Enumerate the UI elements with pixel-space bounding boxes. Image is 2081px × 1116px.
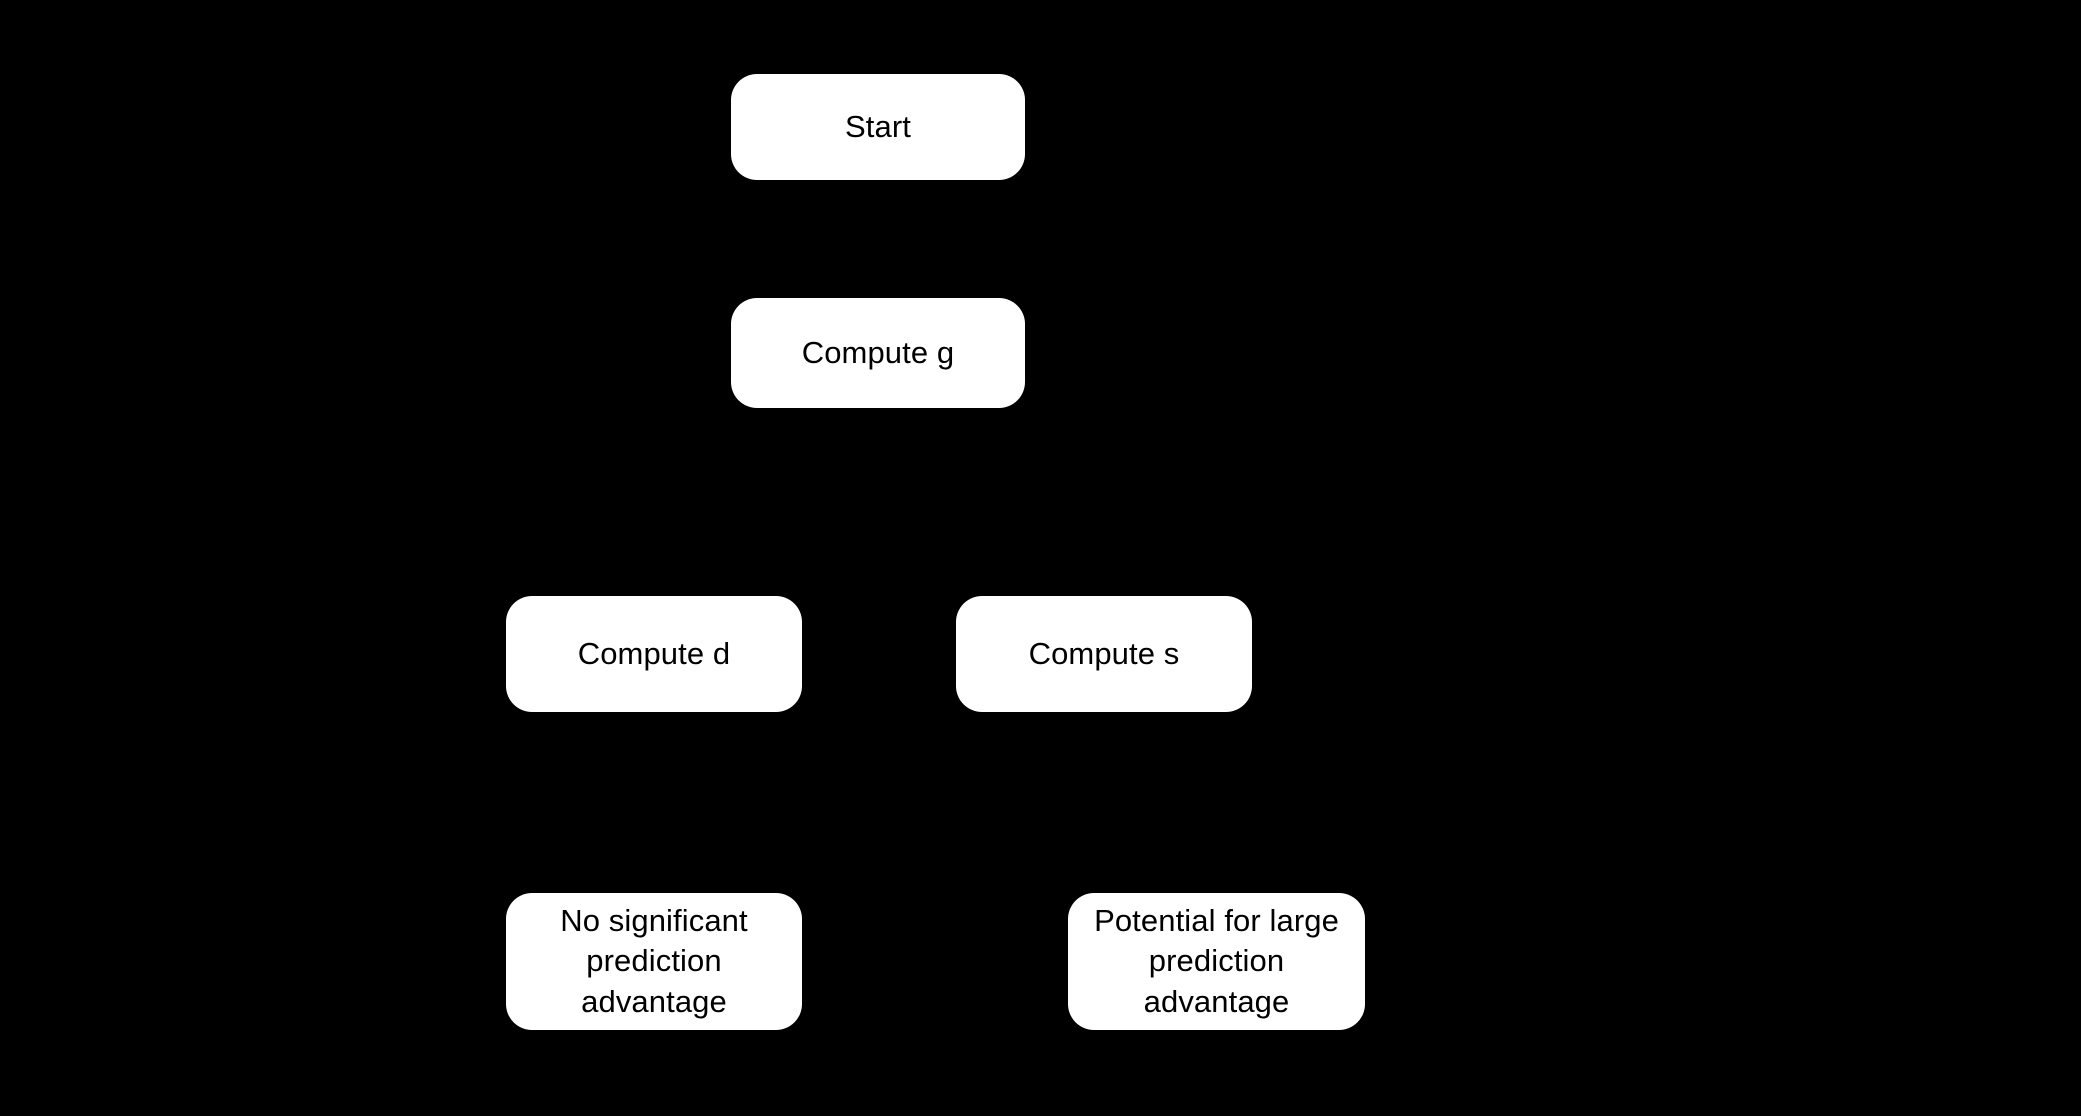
edge-compute-g-to-compute-d <box>643 408 880 592</box>
edge-compute-s-to-large-adv <box>1102 712 1227 889</box>
node-compute-d[interactable]: Compute d <box>506 596 802 712</box>
node-start[interactable]: Start <box>731 74 1025 180</box>
node-compute-s[interactable]: Compute s <box>956 596 1252 712</box>
edge-compute-g-to-compute-s <box>876 408 1115 592</box>
node-no-significant-prediction-advantage[interactable]: No significant prediction advantage <box>506 893 802 1030</box>
node-potential-for-large-prediction-advantage[interactable]: Potential for large prediction advantage <box>1068 893 1365 1030</box>
node-compute-g[interactable]: Compute g <box>731 298 1025 408</box>
